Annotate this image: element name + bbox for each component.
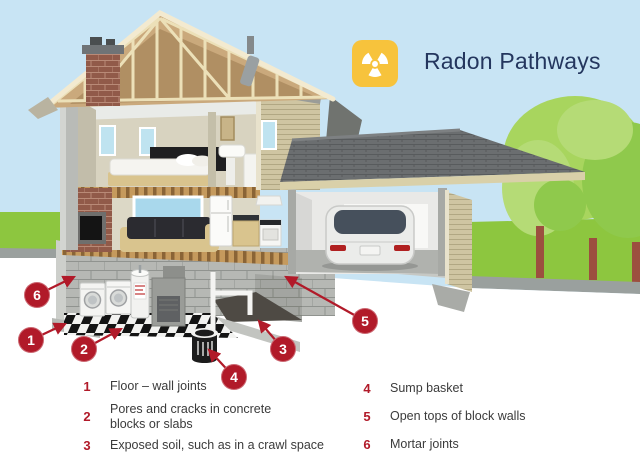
house-interior — [60, 98, 283, 252]
garage-footing — [432, 284, 470, 312]
radiation-icon — [352, 40, 398, 87]
sump-basket — [191, 328, 218, 363]
water-heater — [130, 265, 150, 319]
crawl-space-soil — [214, 292, 302, 322]
callout-marker-1: 1 — [18, 327, 44, 353]
garage-roof — [280, 130, 585, 182]
foundation-outer-edge — [56, 240, 66, 330]
tree-trunk — [536, 226, 544, 278]
tree-trunk — [632, 242, 640, 282]
picture-frame — [220, 116, 235, 141]
callout-marker-6: 6 — [24, 282, 50, 308]
car-taillight — [330, 245, 346, 251]
garage-fascia — [280, 172, 585, 190]
furnace — [151, 266, 186, 327]
car — [322, 205, 418, 271]
gable-window — [261, 120, 277, 150]
callout-marker-4: 4 — [221, 364, 247, 390]
stove — [259, 219, 282, 247]
chimney — [82, 37, 124, 106]
callout-marker-3: 3 — [270, 336, 296, 362]
range-hood — [255, 195, 283, 206]
sidewalk-left — [0, 248, 62, 258]
trees — [468, 96, 640, 284]
roof-eave-left — [28, 97, 58, 119]
tree-trunk — [589, 238, 597, 280]
washer — [79, 282, 106, 317]
attic-vent-duct — [240, 36, 260, 87]
kitchen-counter — [233, 215, 259, 221]
pedestal-sink — [218, 144, 246, 185]
grass-left — [0, 212, 62, 250]
bed — [108, 154, 212, 186]
kitchen-cabinet — [232, 220, 260, 247]
callout-marker-2: 2 — [71, 336, 97, 362]
pvc-pipe — [210, 272, 253, 330]
car-taillight — [394, 245, 410, 251]
page-title: Radon Pathways — [424, 48, 601, 74]
garage — [280, 128, 585, 312]
bedroom-window — [99, 125, 116, 156]
refrigerator — [209, 195, 233, 247]
callout-line-5 — [284, 275, 366, 322]
kitchen — [209, 195, 283, 247]
garage-siding — [445, 190, 472, 292]
callout-marker-5: 5 — [352, 308, 378, 334]
floor-joists-mid — [62, 187, 260, 198]
dryer — [105, 280, 132, 315]
couch — [120, 217, 219, 252]
